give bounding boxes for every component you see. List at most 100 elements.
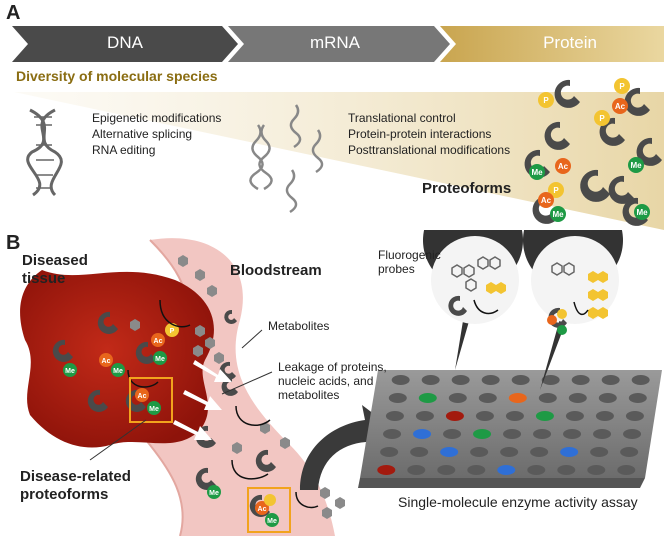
ptm-label: Me <box>209 490 219 497</box>
ptm-methyl-dot <box>63 363 77 377</box>
ptm-label: Ac <box>558 162 569 171</box>
plate-well <box>560 447 579 457</box>
plate-well <box>470 447 489 457</box>
ptm-label: P <box>599 114 605 123</box>
plate-well <box>418 393 437 403</box>
panel-b-label: B <box>6 232 21 254</box>
disease-related-label: Disease-related proteoforms <box>20 468 131 503</box>
plate-well <box>448 393 467 403</box>
protein-cluster <box>524 79 662 226</box>
protein-mod-item: Protein-protein interactions <box>348 127 492 141</box>
probe-hexagons <box>451 256 575 292</box>
ptm-label: Me <box>113 368 123 375</box>
plate-well <box>500 447 519 457</box>
panel-a-label: A <box>6 2 21 24</box>
plate-well <box>445 411 464 421</box>
ptm-acetyl-dot <box>135 388 149 402</box>
ptm-label: P <box>543 96 549 105</box>
ptm-acetyl-dot <box>555 158 571 174</box>
chevron-protein <box>440 26 664 62</box>
bloodstream-label: Bloodstream <box>230 262 322 279</box>
ptm-methyl-dot <box>628 157 644 173</box>
protein-mod-item: Translational control <box>348 111 456 125</box>
chevron-mrna-label: mRNA <box>309 33 361 52</box>
plate-well <box>473 429 492 439</box>
plate-well <box>557 465 576 475</box>
diseased-tissue-shape <box>20 270 214 448</box>
assay-label: Single-molecule enzyme activity assay <box>398 494 638 510</box>
ptm-acetyl-dot <box>612 98 628 114</box>
panel-b-graphics: P Ac Me Ac Me Me Ac Me Me Ac Me <box>20 230 662 536</box>
plate-well <box>481 375 500 385</box>
ptm-methyl-dot <box>207 485 221 499</box>
ptm-phospho-dot <box>264 494 276 506</box>
ptm-label: Ac <box>102 358 111 365</box>
ptm-label: Ac <box>541 196 552 205</box>
diversity-title: Diversity of molecular species <box>16 68 218 84</box>
protein-mod-item: Posttranslational modifications <box>348 143 511 157</box>
ptm-label: P <box>619 82 625 91</box>
leakage-arrows <box>173 360 232 440</box>
protein-mod-list: Translational control Protein-protein in… <box>348 110 510 158</box>
metabolites-label: Metabolites <box>268 319 330 333</box>
fluorescent-product-icon <box>486 271 608 319</box>
ptm-methyl-dot <box>634 204 650 220</box>
chevron-dna <box>12 26 238 62</box>
ptm-label: Me <box>630 161 642 170</box>
plate-well <box>410 447 429 457</box>
dna-helix-icon <box>26 108 63 197</box>
leakage-label: Leakage of proteins, nucleic acids, and … <box>278 360 387 402</box>
plate-well <box>451 375 470 385</box>
plate-wells <box>377 375 650 475</box>
fluorogenic-label: Fluorogenic probes <box>378 248 441 276</box>
plate-well <box>593 429 612 439</box>
plate-well <box>628 393 647 403</box>
ptm-phospho-dot <box>165 323 179 337</box>
dna-mod-item: Alternative splicing <box>92 127 193 141</box>
panel-a-graphics: P P Ac P Ac Me Me P Ac Me Me <box>12 26 664 230</box>
ptm-methyl-dot <box>111 363 125 377</box>
plate-well <box>475 411 494 421</box>
plate-well <box>617 465 636 475</box>
plate-well <box>380 447 399 457</box>
diseased-tissue-label: Diseased tissue <box>22 252 88 287</box>
ptm-acetyl-dot <box>151 333 165 347</box>
ptm-label: Ac <box>138 393 147 400</box>
plate-well <box>620 447 639 457</box>
plate-well <box>385 411 404 421</box>
plate-well <box>527 465 546 475</box>
plate-well <box>601 375 620 385</box>
plate-well <box>505 411 524 421</box>
plate-well <box>503 429 522 439</box>
plate-well <box>508 393 527 403</box>
plate-well <box>565 411 584 421</box>
ptm-label: Me <box>552 210 564 219</box>
plate-well <box>535 411 554 421</box>
bubble-protein-icon <box>448 295 467 316</box>
ptm-label: Ac <box>615 102 626 111</box>
ptm-phospho-dot <box>594 110 610 126</box>
ptm-label: Me <box>267 518 277 525</box>
plate-well <box>391 375 410 385</box>
diversity-wedge <box>14 92 664 230</box>
plate-well <box>595 411 614 421</box>
plate-well <box>587 465 606 475</box>
plate-well <box>437 465 456 475</box>
assay-plate <box>360 370 662 478</box>
dna-mod-list: Epigenetic modifications Alternative spl… <box>92 110 221 158</box>
ptm-label: Ac <box>154 338 163 345</box>
ptm-acetyl-dot <box>255 501 269 515</box>
blood-highlight-box <box>247 487 291 533</box>
plate-well <box>443 429 462 439</box>
plate-well <box>533 429 552 439</box>
ptm-label: Ac <box>258 506 267 513</box>
ptm-methyl-dot <box>529 164 545 180</box>
dna-mod-item: RNA editing <box>92 143 156 157</box>
chevron-dna-label: DNA <box>107 33 143 52</box>
mrna-strands-icon <box>249 104 324 214</box>
reaction-arrows <box>127 299 319 509</box>
plate-well <box>563 429 582 439</box>
ptm-label: Me <box>65 368 75 375</box>
ptm-label: Me <box>155 356 165 363</box>
plate-well <box>388 393 407 403</box>
